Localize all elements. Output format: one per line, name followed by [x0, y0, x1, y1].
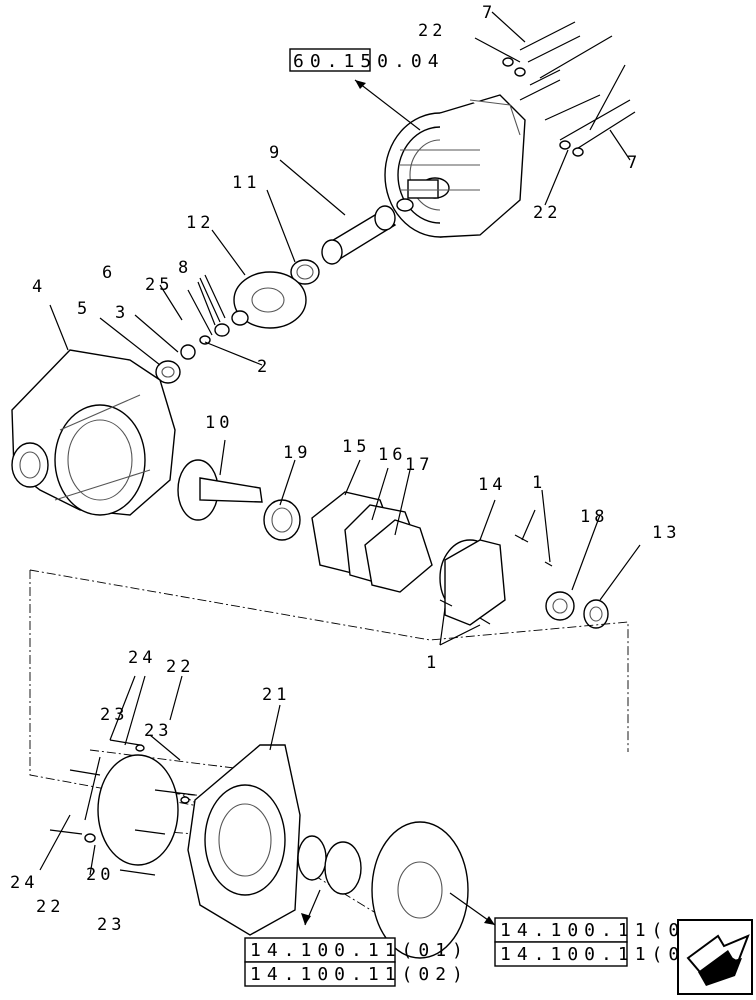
- callout-22-top: 22: [418, 21, 446, 41]
- reference-top[interactable]: 60.150.04: [289, 48, 445, 72]
- next-page-arrow-icon[interactable]: [677, 919, 753, 995]
- callout-19: 19: [283, 443, 311, 463]
- callout-1-upper: 1: [532, 473, 546, 493]
- bolt-set-top: [502, 21, 636, 157]
- callout-4: 4: [32, 277, 46, 297]
- reference-right-upper[interactable]: 14.100.11(01): [494, 917, 719, 943]
- main-housing: [11, 349, 176, 516]
- callout-labels: 7 22 7 22 9 11 12 8 6 25 4 5 3 2 10 19 1…: [10, 3, 680, 935]
- callout-21: 21: [262, 685, 290, 705]
- callout-11: 11: [232, 173, 260, 193]
- callout-13: 13: [652, 523, 680, 543]
- callout-18: 18: [580, 507, 608, 527]
- reference-right-lower-text: 14.100.11(02): [500, 944, 719, 965]
- callout-3: 3: [115, 303, 129, 323]
- callout-16: 16: [378, 445, 406, 465]
- reference-right-upper-text: 14.100.11(01): [500, 920, 719, 941]
- callout-7-top: 7: [482, 3, 496, 23]
- callout-20: 20: [86, 865, 114, 885]
- reference-left-upper-text: 14.100.11(01): [250, 940, 469, 961]
- leader-lines: [39, 11, 641, 926]
- callout-1-lower: 1: [426, 653, 440, 673]
- reference-left-upper[interactable]: 14.100.11(01): [244, 937, 469, 963]
- callout-6: 6: [102, 263, 116, 283]
- callout-22-bottom: 22: [36, 897, 64, 917]
- callout-5: 5: [77, 299, 91, 319]
- callout-10: 10: [205, 413, 233, 433]
- reference-left-lower-text: 14.100.11(02): [250, 964, 469, 985]
- reference-right-lower[interactable]: 14.100.11(02): [494, 941, 719, 967]
- callout-14: 14: [478, 475, 506, 495]
- callout-15: 15: [342, 437, 370, 457]
- callout-24-bottom: 24: [10, 873, 38, 893]
- callout-23-mid: 23: [144, 721, 172, 741]
- bottom-cover-assembly: [49, 739, 469, 959]
- callout-8: 8: [178, 258, 192, 278]
- shaft-and-spacers: [155, 205, 397, 384]
- callout-22-mid: 22: [166, 657, 194, 677]
- callout-2: 2: [257, 357, 271, 377]
- callout-22-right: 22: [533, 203, 561, 223]
- callout-25: 25: [145, 275, 173, 295]
- callout-12: 12: [186, 213, 214, 233]
- clutch-housing-assembly: [384, 94, 526, 238]
- callout-23-bottom: 23: [97, 915, 125, 935]
- callout-24-top: 24: [128, 648, 156, 668]
- callout-9: 9: [269, 143, 283, 163]
- callout-17: 17: [405, 455, 433, 475]
- callout-7-right: 7: [627, 153, 641, 173]
- reference-left-lower[interactable]: 14.100.11(02): [244, 961, 469, 987]
- callout-23-left: 23: [100, 705, 128, 725]
- reference-top-text: 60.150.04: [293, 51, 445, 72]
